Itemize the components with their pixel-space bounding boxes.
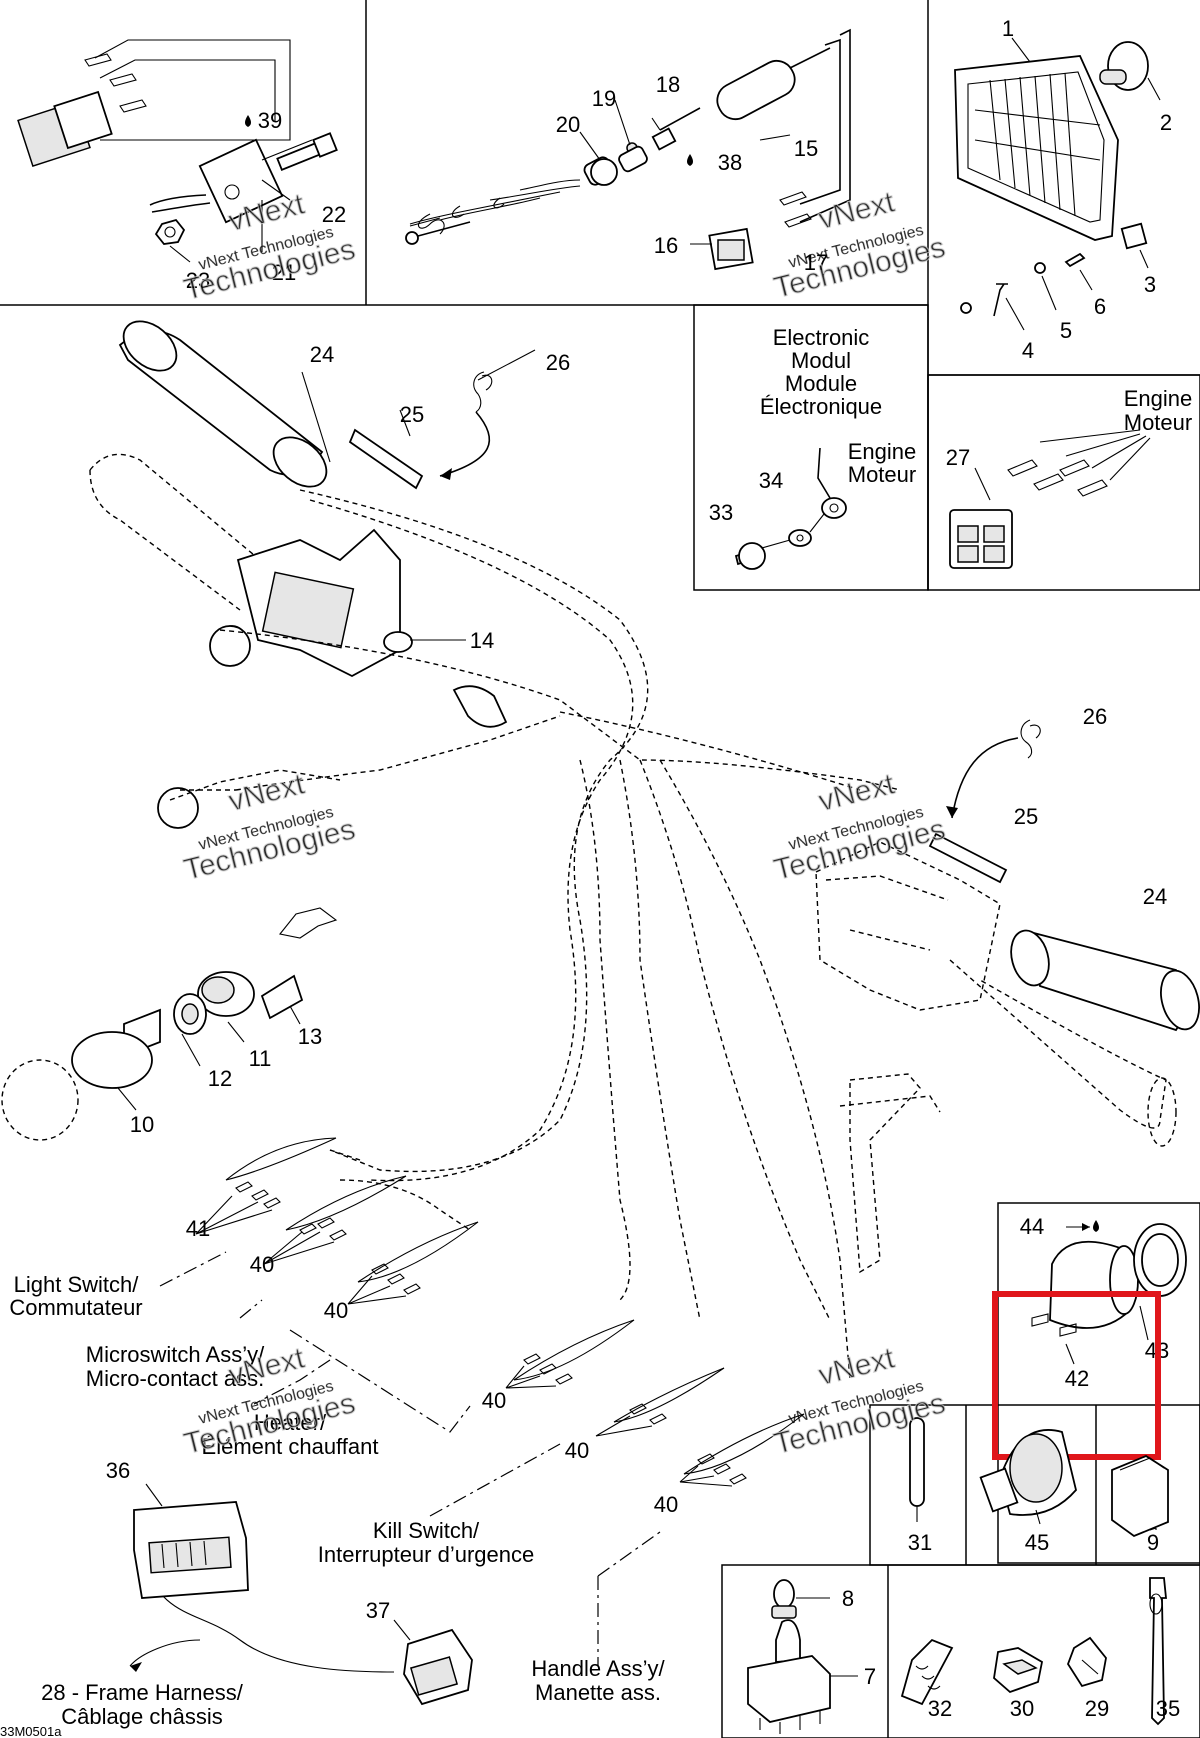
highlight-box <box>992 1291 1161 1460</box>
left-grip-group <box>89 320 536 728</box>
label-frame-harness-1: 28 - Frame Harness/ <box>41 1680 244 1705</box>
callout-16: 16 <box>654 233 678 258</box>
label-light-switch-2: Commutateur <box>9 1295 142 1320</box>
label-electronic-4: Électronique <box>760 394 882 419</box>
callout-45: 45 <box>1025 1530 1049 1555</box>
callout-34: 34 <box>759 468 783 493</box>
callout-44: 44 <box>1020 1214 1044 1239</box>
callout-27: 27 <box>946 445 970 470</box>
callout-6: 6 <box>1094 294 1106 319</box>
label-electronic-1: Electronic <box>773 325 870 350</box>
callout-30: 30 <box>1010 1696 1034 1721</box>
label-engine-moteur-a2: Moteur <box>848 462 916 487</box>
callout-40d: 40 <box>565 1438 589 1463</box>
callout-21: 21 <box>272 260 296 285</box>
callout-2: 2 <box>1160 110 1172 135</box>
label-kill-switch-1: Kill Switch/ <box>373 1518 480 1543</box>
label-heater-1: Heater/ <box>254 1410 327 1435</box>
label-frame-harness-2: Câblage châssis <box>61 1704 222 1729</box>
callout-25a: 25 <box>400 402 424 427</box>
callout-7: 7 <box>864 1664 876 1689</box>
connector-36-37-group <box>133 1483 473 1706</box>
callout-13: 13 <box>298 1024 322 1049</box>
callout-36: 36 <box>106 1458 130 1483</box>
callout-17: 17 <box>804 250 828 275</box>
voltage-regulator-group <box>17 39 338 263</box>
label-light-switch-1: Light Switch/ <box>14 1272 140 1297</box>
callout-26b: 26 <box>1083 704 1107 729</box>
callout-35: 35 <box>1156 1696 1180 1721</box>
callout-18: 18 <box>656 72 680 97</box>
diagram-id: 33M0501a <box>0 1724 62 1738</box>
connector-27-group <box>949 429 1151 569</box>
label-heater-2: Élément chauffant <box>202 1434 379 1459</box>
callout-40a: 40 <box>250 1252 274 1277</box>
callout-26a: 26 <box>546 350 570 375</box>
watermark-4-top: vNext <box>815 767 898 818</box>
callout-3: 3 <box>1144 272 1156 297</box>
callout-31: 31 <box>908 1530 932 1555</box>
label-engine-moteur-a1: Engine <box>848 439 917 464</box>
right-grip-group <box>815 719 1200 1274</box>
callout-19: 19 <box>592 86 616 111</box>
callout-37: 37 <box>366 1598 390 1623</box>
callout-11: 11 <box>249 1046 272 1071</box>
tether-cord-group <box>405 28 851 271</box>
clips-group <box>900 1577 1167 1726</box>
callout-25b: 25 <box>1014 804 1038 829</box>
parts-31-45-9 <box>909 1417 1169 1538</box>
label-electronic-2: Modul <box>791 348 851 373</box>
callout-41: 41 <box>186 1216 210 1241</box>
watermark-6-top: vNext <box>815 1341 898 1392</box>
headlight-group <box>954 37 1161 331</box>
callout-42: 42 <box>1065 1366 1089 1391</box>
label-kill-switch-2: Interrupteur d’urgence <box>318 1542 534 1567</box>
wiring-harness <box>219 489 901 1381</box>
callout-40e: 40 <box>654 1492 678 1517</box>
callout-8: 8 <box>842 1586 854 1611</box>
callout-24a: 24 <box>310 342 334 367</box>
callout-33: 33 <box>709 500 733 525</box>
socket-group <box>1031 1220 1187 1365</box>
callout-12: 12 <box>208 1066 232 1091</box>
callout-29: 29 <box>1085 1696 1109 1721</box>
callout-14: 14 <box>470 628 494 653</box>
label-electronic-3: Module <box>785 371 857 396</box>
callout-15: 15 <box>794 136 818 161</box>
callout-32: 32 <box>928 1696 952 1721</box>
label-engine-moteur-b2: Moteur <box>1124 410 1192 435</box>
callout-4: 4 <box>1022 338 1034 363</box>
callout-22: 22 <box>322 202 346 227</box>
label-engine-moteur-b1: Engine <box>1124 386 1193 411</box>
light-switch-group <box>1 715 561 1141</box>
switch-7-8-group <box>747 1579 858 1734</box>
label-handle-1: Handle Ass’y/ <box>531 1656 665 1681</box>
callout-40c: 40 <box>482 1388 506 1413</box>
callout-40b: 40 <box>324 1298 348 1323</box>
callout-23: 23 <box>186 268 210 293</box>
label-microswitch-2: Micro-contact ass. <box>86 1366 265 1391</box>
callout-38: 38 <box>718 150 742 175</box>
callout-24b: 24 <box>1143 884 1167 909</box>
label-handle-2: Manette ass. <box>535 1680 661 1705</box>
pin-groups <box>195 1137 805 1487</box>
callout-20: 20 <box>556 112 580 137</box>
callout-10: 10 <box>130 1112 154 1137</box>
callout-9: 9 <box>1147 1530 1159 1555</box>
ground-group <box>734 447 847 570</box>
watermark-2-top: vNext <box>815 185 898 236</box>
watermark-3-top: vNext <box>225 767 308 818</box>
label-leaders <box>129 1251 661 1673</box>
label-microswitch-1: Microswitch Ass’y/ <box>86 1342 265 1367</box>
callout-5: 5 <box>1060 318 1072 343</box>
callout-39: 39 <box>258 108 282 133</box>
callout-1: 1 <box>1002 16 1014 41</box>
